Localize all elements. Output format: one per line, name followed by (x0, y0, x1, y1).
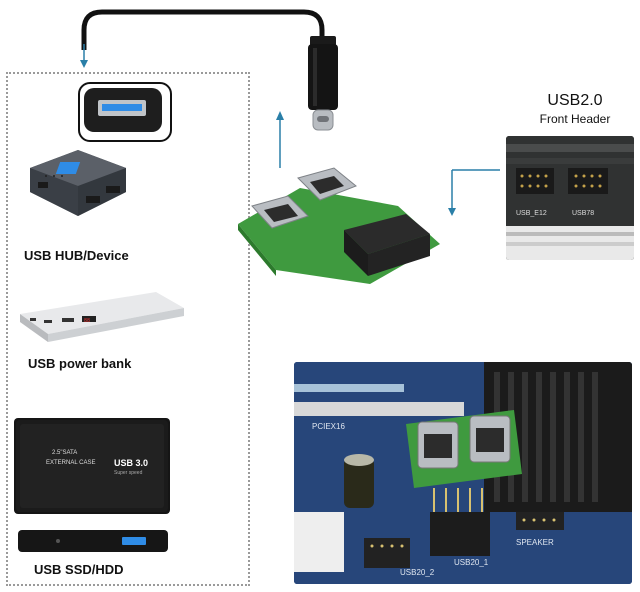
front-header-photo: USB_E12 USB78 (506, 136, 634, 260)
header-e12-text: USB_E12 (516, 210, 547, 217)
usb20-1-text: USB20_1 (454, 558, 489, 567)
usb-c-port-right (297, 167, 357, 201)
heatsink-shape (484, 362, 632, 512)
ssd-usb-text: USB 3.0 (114, 458, 149, 468)
ssd-size-text: 2.5"SATA (52, 450, 78, 456)
usb-a-port-frame (78, 82, 172, 142)
ssd-side-image (18, 530, 168, 552)
usb-a-port-icon (84, 88, 162, 132)
ssd-enclosure-image: 2.5"SATA EXTERNAL CASE USB 3.0 Super spe… (14, 418, 170, 514)
motherboard-photo: PCIEX16 USB20_2 USB20_1 SPEAKER (294, 362, 632, 584)
pcie-text: PCIEX16 (312, 422, 345, 431)
cable-line (81, 9, 325, 50)
powerbank-label: USB power bank (28, 356, 132, 371)
usb-c-plug (308, 36, 338, 131)
adapter-board-image (238, 167, 440, 284)
pin-header (344, 214, 430, 276)
header-title: USB2.0 (547, 92, 603, 109)
device-panel (6, 72, 250, 586)
header-78-text: USB78 (572, 210, 595, 217)
power-bank-image: 88 (20, 292, 184, 342)
ssd-case-text: EXTERNAL CASE (46, 460, 96, 466)
header-subtitle: Front Header (539, 112, 611, 126)
arrow-down-header-icon (448, 169, 500, 216)
speaker-text: SPEAKER (516, 538, 554, 547)
usb-c-port-left (251, 195, 309, 229)
hub-label: USB HUB/Device (24, 248, 129, 263)
usb-hub-image (30, 150, 126, 216)
ssd-label: USB SSD/HDD (34, 562, 124, 577)
arrow-up-board-icon (276, 111, 284, 168)
usb20-2-text: USB20_2 (400, 568, 435, 577)
arrow-down-panel-icon (80, 44, 88, 68)
svg-text:88: 88 (84, 318, 90, 324)
ssd-speed-text: Super speed (114, 470, 143, 476)
